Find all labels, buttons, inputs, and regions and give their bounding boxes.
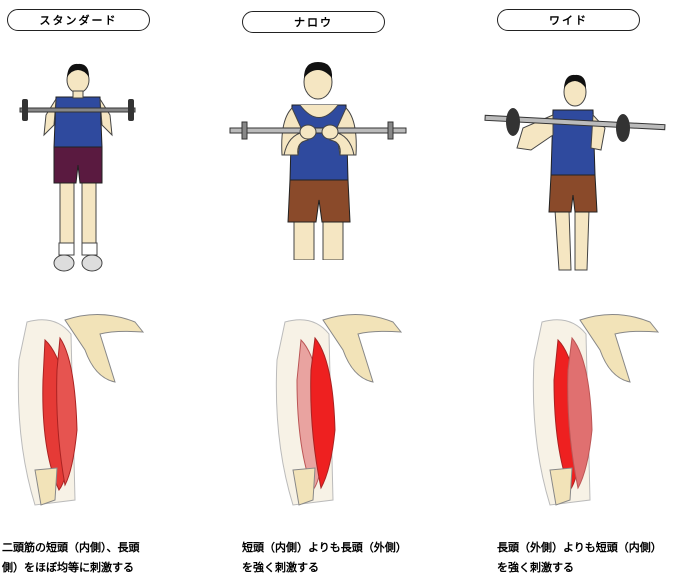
narrow-caption: 短頭（内側）よりも長頭（外側） を強く刺激する <box>242 538 407 578</box>
standard-biceps-anatomy <box>5 300 155 510</box>
standard-grip-figure <box>10 55 150 280</box>
narrow-biceps-anatomy <box>263 300 413 510</box>
standard-caption: 二頭筋の短頭（内側）、長頭 側）をほぼ均等に刺激する <box>2 538 140 578</box>
narrow-caption-line1: 短頭（内側）よりも長頭（外側） <box>242 538 407 558</box>
wide-caption-line1: 長頭（外側）よりも短頭（内側） <box>497 538 662 558</box>
wide-caption: 長頭（外側）よりも短頭（内側） を強く刺激する <box>497 538 662 578</box>
narrow-caption-line2: を強く刺激する <box>242 558 407 578</box>
label-standard: スタンダード <box>7 9 150 31</box>
standard-caption-line1: 二頭筋の短頭（内側）、長頭 <box>2 538 140 558</box>
standard-caption-line2: 側）をほぼ均等に刺激する <box>2 558 140 578</box>
label-wide: ワイド <box>497 9 640 31</box>
label-narrow: ナロウ <box>242 11 385 33</box>
wide-grip-figure <box>483 70 668 275</box>
narrow-grip-figure <box>228 60 408 260</box>
wide-caption-line2: を強く刺激する <box>497 558 662 578</box>
wide-biceps-anatomy <box>520 300 670 510</box>
